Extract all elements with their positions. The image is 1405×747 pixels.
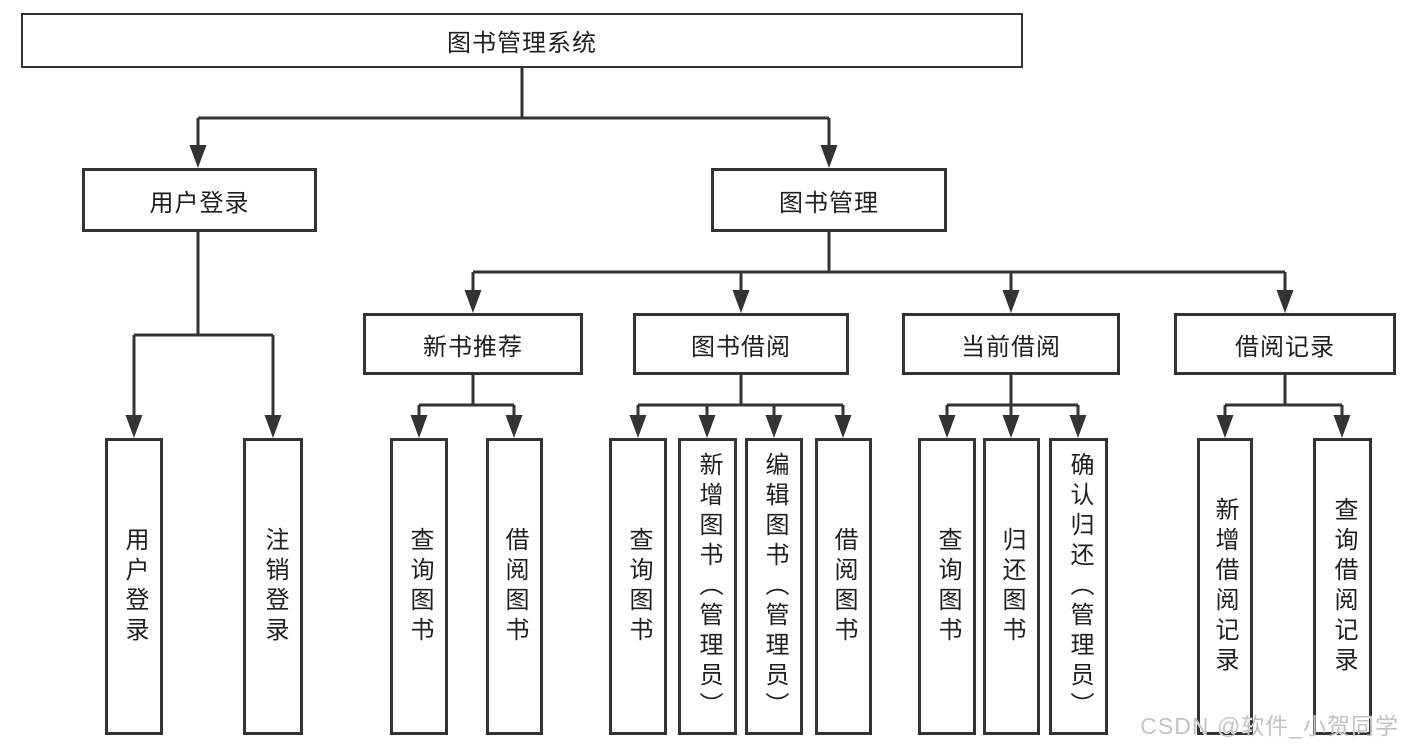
arrow-down-icon <box>732 290 750 313</box>
arrow-down-icon <box>189 145 207 168</box>
arrow-down-icon <box>629 415 647 438</box>
arrow-down-icon <box>1002 415 1020 438</box>
arrow-down-icon <box>1069 415 1087 438</box>
leaf-add-borrow-record: 新增借阅记录 <box>1197 438 1253 735</box>
leaf-logout: 注销登录 <box>243 438 303 735</box>
leaf-confirm-return-admin: 确认归还（管理员） <box>1049 438 1108 735</box>
arrow-down-icon <box>264 415 282 438</box>
watermark: CSDN @软件_小贺同学 <box>1140 713 1399 739</box>
node-book-borrow: 图书借阅 <box>633 313 849 375</box>
node-new-book-recommend: 新书推荐 <box>363 313 583 375</box>
leaf-query-books-recommend: 查询图书 <box>390 438 448 735</box>
arrow-down-icon <box>938 415 956 438</box>
leaf-query-borrow-record: 查询借阅记录 <box>1313 438 1372 735</box>
arrow-down-icon <box>505 415 523 438</box>
arrow-down-icon <box>1333 415 1351 438</box>
leaf-user-login: 用户登录 <box>105 438 163 735</box>
node-user-login: 用户登录 <box>82 168 317 232</box>
leaf-query-books-borrow: 查询图书 <box>609 438 667 735</box>
leaf-add-books-admin: 新增图书（管理员） <box>678 438 737 735</box>
arrow-down-icon <box>464 290 482 313</box>
node-borrow-records: 借阅记录 <box>1174 313 1396 375</box>
node-library-management-system: 图书管理系统 <box>21 13 1023 68</box>
node-current-borrow: 当前借阅 <box>902 313 1120 375</box>
arrow-down-icon <box>1276 290 1294 313</box>
leaf-borrow-books: 借阅图书 <box>815 438 872 735</box>
node-book-management: 图书管理 <box>711 168 947 232</box>
arrow-down-icon <box>698 415 716 438</box>
leaf-borrow-books-recommend: 借阅图书 <box>486 438 543 735</box>
arrow-down-icon <box>1002 290 1020 313</box>
leaf-edit-books-admin: 编辑图书（管理员） <box>745 438 803 735</box>
leaf-return-books: 归还图书 <box>983 438 1040 735</box>
arrow-down-icon <box>765 415 783 438</box>
leaf-query-books-current: 查询图书 <box>918 438 976 735</box>
arrow-down-icon <box>410 415 428 438</box>
arrow-down-icon <box>820 145 838 168</box>
arrow-down-icon <box>1216 415 1234 438</box>
arrow-down-icon <box>834 415 852 438</box>
arrow-down-icon <box>125 415 143 438</box>
